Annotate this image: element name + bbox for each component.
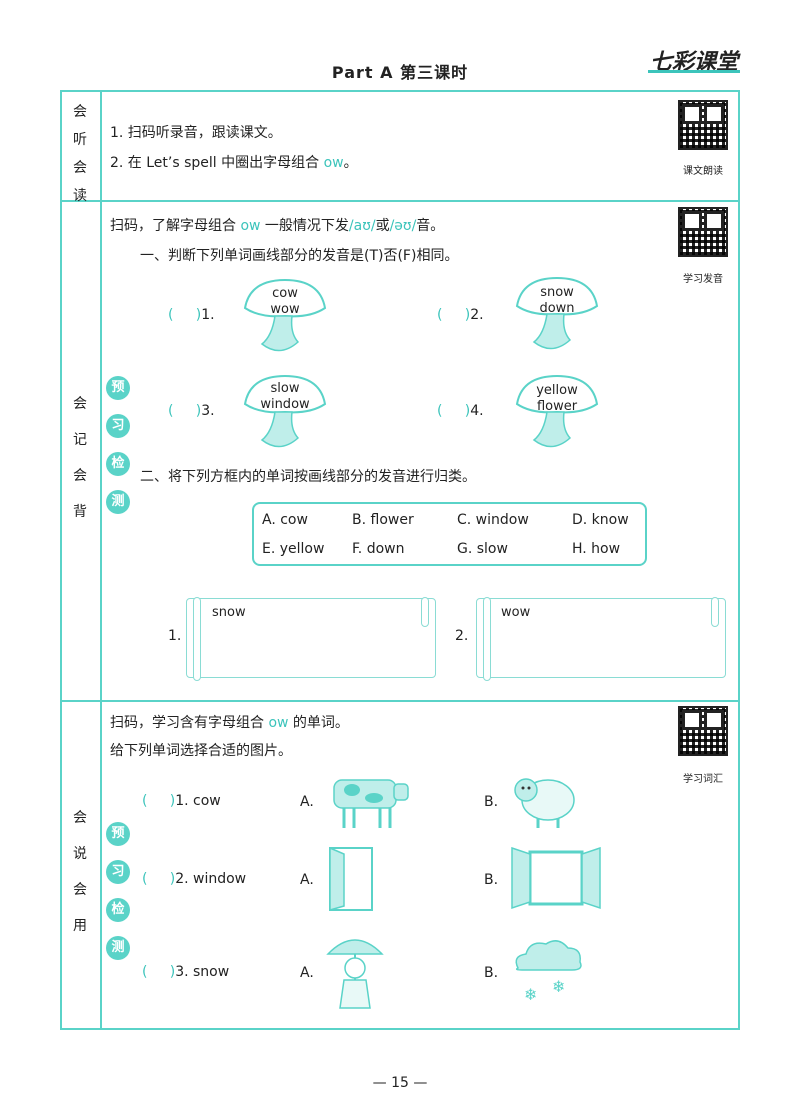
brand-underline xyxy=(648,70,740,73)
scroll-word: wow xyxy=(501,605,531,620)
answer-blank-window[interactable]: ( )2. window xyxy=(142,871,247,887)
qr-code-icon[interactable] xyxy=(678,100,728,150)
qr-caption: 学习词汇 xyxy=(683,774,723,785)
girl-umbrella-picture[interactable] xyxy=(322,930,388,1016)
answer-blank-2[interactable]: ( )2. xyxy=(437,307,484,323)
section3-side-label: 会说会用 xyxy=(73,810,87,934)
word-box xyxy=(252,502,647,566)
badge-preview: 测 xyxy=(106,490,130,514)
word-option: E. yellow xyxy=(262,541,325,557)
mushroom-icon xyxy=(243,278,327,352)
badge-preview: 习 xyxy=(106,414,130,438)
page-title: Part A 第三课时 xyxy=(331,63,469,82)
question1-title: 一、判断下列单词画线部分的发音是(T)否(F)相同。 xyxy=(140,248,459,264)
badge-preview: 预 xyxy=(106,822,130,846)
qr-caption: 学习发音 xyxy=(683,274,723,285)
option-a-label: A. xyxy=(300,794,314,810)
qr-code-icon[interactable] xyxy=(678,207,728,257)
word-option: C. window xyxy=(457,512,529,528)
answer-blank-3[interactable]: ( )3. xyxy=(168,403,215,419)
option-b-label: B. xyxy=(484,965,499,981)
scroll-number-1: 1. xyxy=(168,628,182,644)
sheep-picture[interactable] xyxy=(510,768,580,830)
section2-intro: 扫码，了解字母组合 ow 一般情况下发/aʊ/或/əʊ/音。 xyxy=(110,218,445,234)
svg-text:❄: ❄ xyxy=(524,985,537,1004)
section-divider-1 xyxy=(60,200,740,202)
option-b-label: B. xyxy=(484,872,499,888)
mushroom-icon xyxy=(515,374,599,448)
cow-picture[interactable] xyxy=(322,770,412,832)
mushroom-icon xyxy=(243,374,327,448)
mushroom-icon xyxy=(515,276,599,350)
badge-preview: 检 xyxy=(106,452,130,476)
option-a-label: A. xyxy=(300,965,314,981)
sort-scroll-2[interactable] xyxy=(476,597,726,681)
qr-caption: 课文朗读 xyxy=(683,166,723,177)
page-number: — 15 — xyxy=(372,1075,428,1091)
answer-blank-snow[interactable]: ( )3. snow xyxy=(142,964,230,980)
word-option: A. cow xyxy=(262,512,308,528)
qr-code-icon[interactable] xyxy=(678,706,728,756)
word-option: B. flower xyxy=(352,512,414,528)
word-option: H. how xyxy=(572,541,621,557)
section3-intro: 扫码，学习含有字母组合 ow 的单词。 xyxy=(110,715,349,731)
column-divider xyxy=(100,90,102,1030)
badge-preview: 预 xyxy=(106,376,130,400)
worksheet-frame xyxy=(60,90,740,1030)
section1-side-label: 会听会读 xyxy=(73,104,87,204)
section2-side-label: 会记会背 xyxy=(73,396,87,520)
scroll-word: snow xyxy=(212,605,246,620)
badge-preview: 检 xyxy=(106,898,130,922)
window-picture[interactable] xyxy=(510,844,602,912)
section1-line2: 2. 在 Let’s spell 中圈出字母组合 ow。 xyxy=(110,155,358,171)
answer-blank-cow[interactable]: ( )1. cow xyxy=(142,793,221,809)
badge-preview: 测 xyxy=(106,936,130,960)
word-option: G. slow xyxy=(457,541,508,557)
option-b-label: B. xyxy=(484,794,499,810)
word-option: D. know xyxy=(572,512,629,528)
badge-preview: 习 xyxy=(106,860,130,884)
answer-blank-4[interactable]: ( )4. xyxy=(437,403,484,419)
section1-line1: 1. 扫码听录音，跟读课文。 xyxy=(110,125,282,141)
snow-cloud-picture[interactable]: ❄ ❄ xyxy=(508,934,586,1006)
sort-scroll-1[interactable] xyxy=(186,597,436,681)
section-divider-2 xyxy=(60,700,740,702)
scroll-number-2: 2. xyxy=(455,628,469,644)
word-option: F. down xyxy=(352,541,405,557)
door-picture[interactable] xyxy=(326,846,376,912)
svg-text:❄: ❄ xyxy=(552,977,565,996)
answer-blank-1[interactable]: ( )1. xyxy=(168,307,215,323)
question2-title: 二、将下列方框内的单词按画线部分的发音进行归类。 xyxy=(140,469,476,485)
section3-instruction: 给下列单词选择合适的图片。 xyxy=(110,743,292,759)
option-a-label: A. xyxy=(300,872,314,888)
